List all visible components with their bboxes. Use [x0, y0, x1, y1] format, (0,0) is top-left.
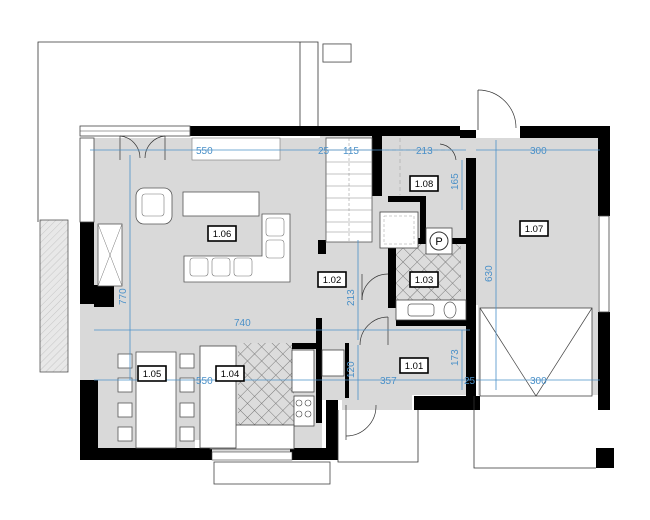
dim-115: 115 [343, 146, 359, 157]
dim-300-top: 300 [530, 146, 547, 157]
svg-text:1.01: 1.01 [405, 361, 424, 372]
dim-300-bottom: 300 [530, 376, 547, 387]
top-left-openings [79, 125, 191, 223]
room-label-1-03: 1.03 [409, 271, 439, 288]
dim-213-mid: 213 [346, 289, 357, 306]
svg-text:1.06: 1.06 [213, 229, 232, 240]
dim-770: 770 [118, 288, 129, 305]
dim-630: 630 [484, 265, 495, 282]
dim-213-top: 213 [416, 146, 433, 157]
room-label-1-04: 1.04 [215, 365, 245, 382]
kitchen-tile-floor [238, 343, 294, 425]
dim-740: 740 [234, 318, 251, 329]
svg-text:1.04: 1.04 [221, 369, 240, 380]
kitchen-counter [199, 345, 345, 485]
room-label-1-01: 1.01 [399, 357, 429, 374]
dim-120: 120 [346, 361, 357, 378]
dim-25-bottom: 25 [464, 376, 476, 387]
hall-doors [337, 273, 419, 463]
left-terrace-hatch [39, 219, 69, 373]
room-label-1-06: 1.06 [207, 225, 237, 242]
terrace-outline [37, 41, 352, 222]
dim-550-bottom: 550 [196, 376, 213, 387]
svg-text:1.03: 1.03 [415, 275, 434, 286]
living-furniture [97, 137, 291, 287]
dim-25-top: 25 [318, 146, 330, 157]
svg-text:1.08: 1.08 [415, 179, 434, 190]
room-label-1-07: 1.07 [519, 220, 549, 237]
dim-173: 173 [450, 349, 461, 366]
garage-gate [473, 307, 596, 469]
room-labels: 1.06 1.02 1.03 1.08 1.07 1.01 1.05 1.04 [137, 175, 549, 382]
room-label-1-02: 1.02 [317, 271, 347, 288]
shower [379, 211, 419, 249]
boiler: P [425, 227, 453, 255]
svg-text:1.02: 1.02 [323, 275, 342, 286]
dim-165: 165 [450, 173, 461, 190]
svg-text:1.05: 1.05 [143, 369, 162, 380]
svg-text:1.07: 1.07 [525, 224, 544, 235]
garage-window [598, 215, 610, 313]
room-label-1-05: 1.05 [137, 365, 167, 382]
parking-symbol: P [435, 236, 442, 248]
dimension-labels: 550 25 115 213 300 165 630 770 740 213 5… [118, 146, 547, 387]
dim-357: 357 [380, 376, 397, 387]
bathroom-fixtures [395, 299, 467, 321]
dim-550-top: 550 [196, 146, 213, 157]
garage-entry-door [477, 89, 517, 130]
staircase [325, 137, 373, 243]
room-label-1-08: 1.08 [409, 175, 439, 192]
dining-set [117, 351, 195, 449]
